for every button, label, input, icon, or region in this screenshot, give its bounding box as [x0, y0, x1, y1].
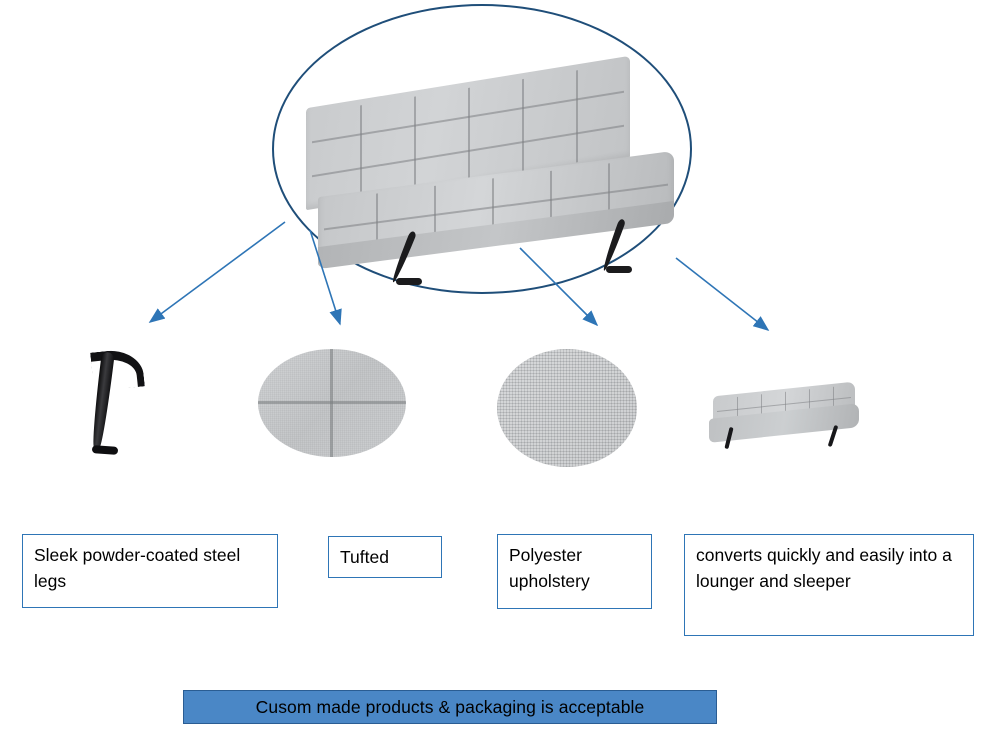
polyester-fabric-swatch-image	[497, 349, 637, 467]
tufted-upholstery-closeup-image	[258, 349, 406, 457]
tuft-seam-horizontal	[258, 401, 406, 404]
hero-ellipse-outline	[272, 4, 692, 294]
sofa-foot-right	[606, 266, 632, 273]
caption-converts-to-lounger: converts quickly and easily into a loung…	[684, 534, 974, 636]
arrow-to-legs	[148, 221, 286, 323]
leg-foot	[91, 445, 119, 455]
caption-polyester-upholstery: Polyester upholstery	[497, 534, 652, 609]
sofa-foot-left	[396, 278, 422, 285]
sofa-converted-to-lounger-image	[705, 381, 865, 455]
custom-made-banner: Cusom made products & packaging is accep…	[183, 690, 717, 724]
sofa-bed-hero-image	[292, 55, 682, 285]
caption-tufted: Tufted	[328, 536, 442, 578]
powder-coated-steel-leg-image	[74, 347, 145, 455]
arrow-to-converts	[675, 257, 770, 331]
caption-steel-legs: Sleek powder-coated steel legs	[22, 534, 278, 608]
